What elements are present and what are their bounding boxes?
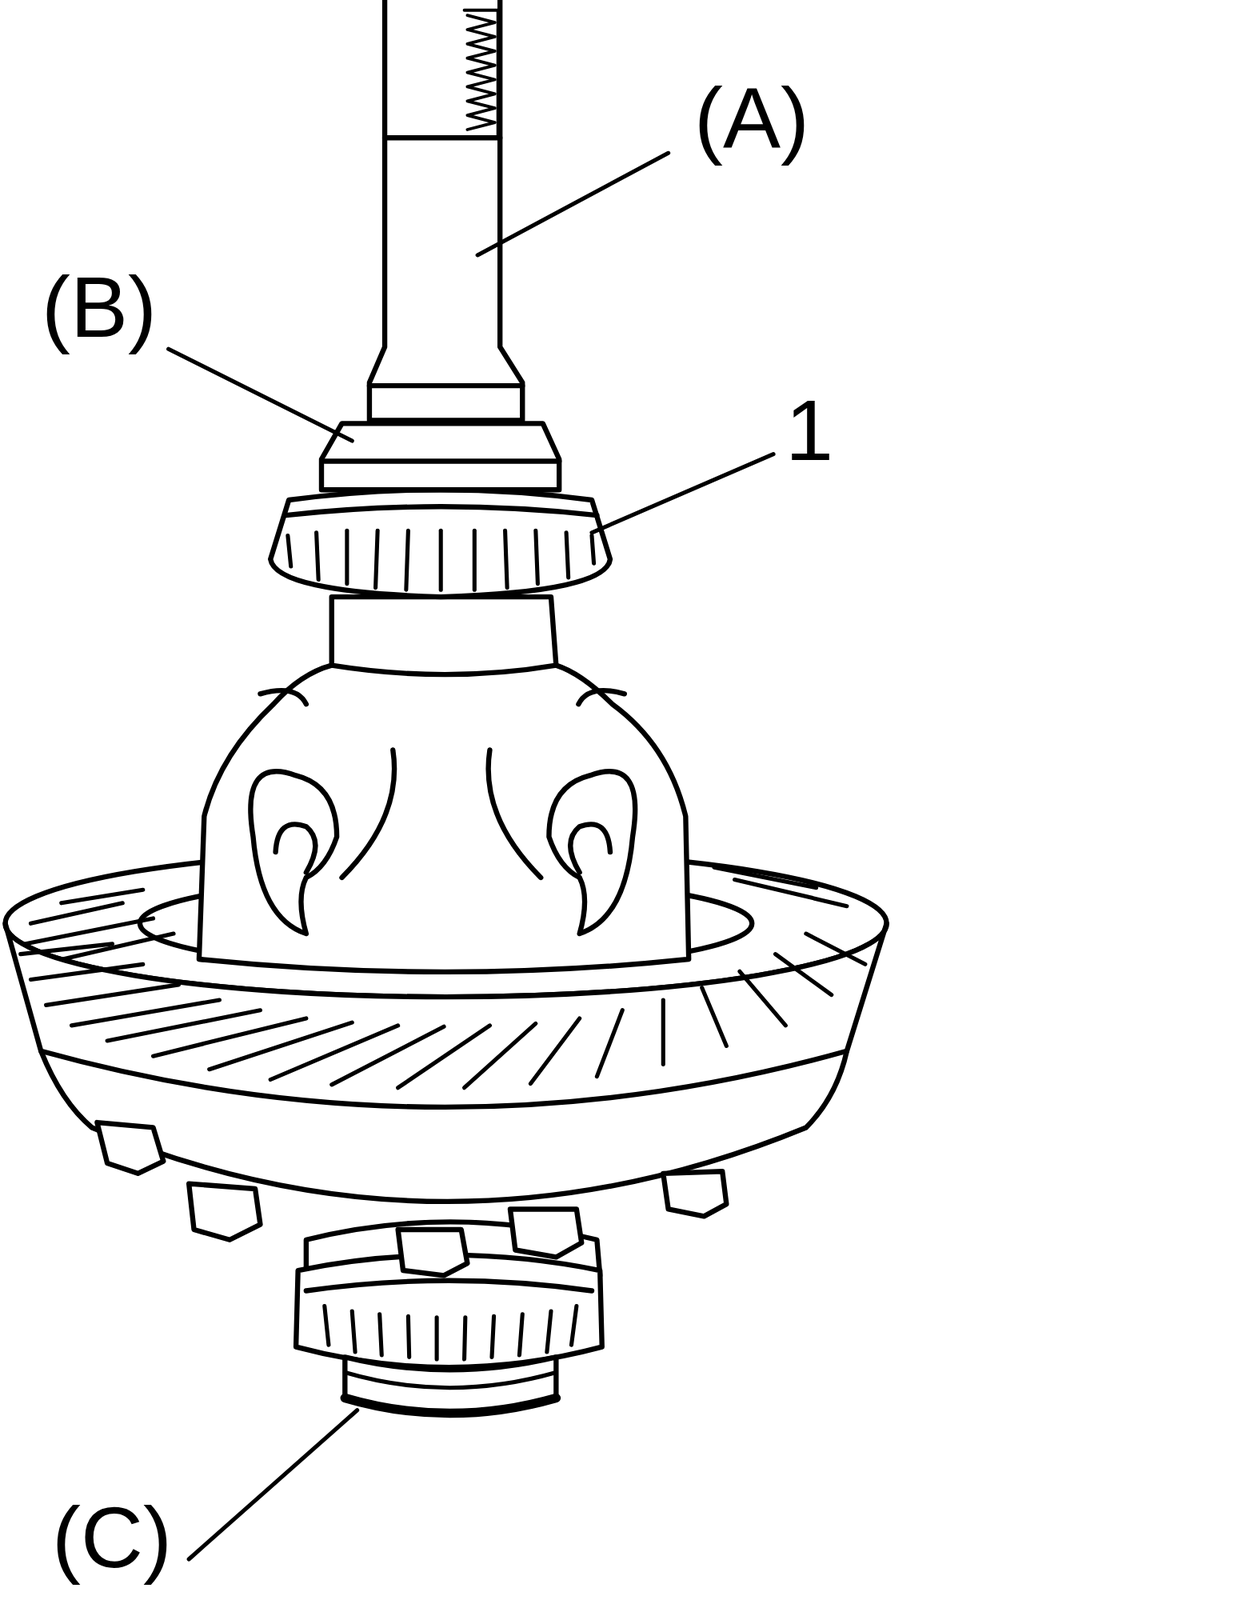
callout-label: 1 [785,387,834,474]
callout-label: (C) [51,1493,172,1581]
installer-collar [321,423,560,490]
callout-label: (A) [694,75,810,162]
installer-shaft [369,0,523,421]
case-neck [331,596,557,675]
differential-case [199,665,689,972]
tapered-bearing [270,489,611,597]
leader-line [168,152,774,1559]
ring-gear [5,922,887,1107]
callout-label: (B) [41,263,157,351]
